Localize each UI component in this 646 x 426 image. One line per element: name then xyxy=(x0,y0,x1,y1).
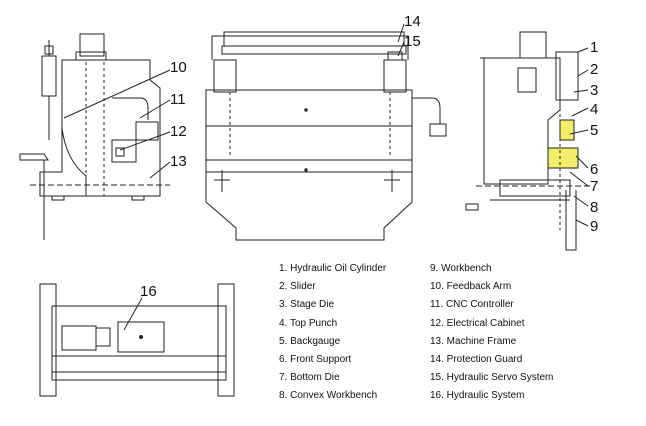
callout-8: 8 xyxy=(590,199,598,216)
legend-item: 5. Backgauge xyxy=(279,335,341,347)
legend-item: 12. Electrical Cabinet xyxy=(430,317,525,329)
legend-item: 13. Machine Frame xyxy=(430,335,517,347)
side-view xyxy=(19,33,171,240)
callout-16: 16 xyxy=(140,283,157,300)
callout-13: 13 xyxy=(170,153,187,170)
callout-15: 15 xyxy=(404,33,421,50)
callout-3: 3 xyxy=(590,82,598,99)
legend-item: 3. Stage Die xyxy=(279,299,335,311)
legend-item: 15. Hydraulic Servo System xyxy=(430,372,554,384)
legend-item: 2. Slider xyxy=(279,281,316,293)
callout-6: 6 xyxy=(590,161,598,178)
legend-item: 1. Hydraulic Oil Cylinder xyxy=(279,263,387,274)
callout-numbers: 1 2 3 4 5 6 7 8 9 10 11 12 13 14 15 16 xyxy=(140,13,598,300)
callout-9: 9 xyxy=(590,218,598,235)
legend-item: 10. Feedback Arm xyxy=(430,281,512,293)
top-view xyxy=(39,283,235,397)
callout-4: 4 xyxy=(590,101,598,118)
callout-10: 10 xyxy=(170,59,187,76)
legend-column-left: 1. Hydraulic Oil Cylinder 2. Slider 3. S… xyxy=(279,260,386,406)
callout-5: 5 xyxy=(590,122,598,139)
legend-item: 8. Convex Workbench xyxy=(279,390,378,402)
legend-item: 7. Bottom Die xyxy=(279,372,340,384)
front-view xyxy=(205,23,447,241)
callout-12: 12 xyxy=(170,123,187,140)
callout-11: 11 xyxy=(170,91,186,108)
callout-14: 14 xyxy=(404,13,421,30)
right-side-view xyxy=(465,31,590,251)
callout-2: 2 xyxy=(590,61,598,78)
callout-1: 1 xyxy=(590,39,598,56)
callout-7: 7 xyxy=(590,178,598,195)
legend-item: 9. Workbench xyxy=(430,263,492,274)
legend-item: 4. Top Punch xyxy=(279,317,338,329)
legend-item: 14. Protection Guard xyxy=(430,354,523,366)
legend-item: 6. Front Support xyxy=(279,354,352,366)
legend-item: 11. CNC Controller xyxy=(430,299,514,311)
legend-item: 16. Hydraulic System xyxy=(430,390,525,402)
legend-column-right: 9. Workbench 10. Feedback Arm 11. CNC Co… xyxy=(430,260,553,406)
